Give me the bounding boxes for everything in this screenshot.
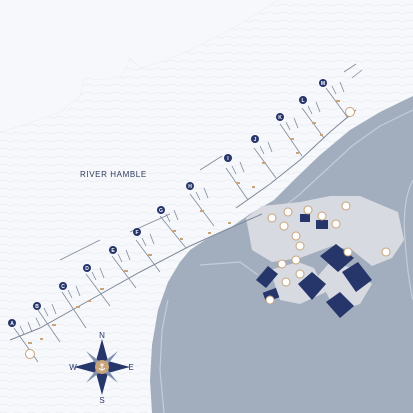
pontoon-label-a: A bbox=[10, 321, 14, 327]
pontoon-label-j: J bbox=[254, 137, 257, 143]
compass-south-label: S bbox=[99, 396, 104, 405]
berth-markers bbox=[28, 100, 340, 344]
pontoon-label-e: E bbox=[111, 248, 115, 254]
pontoon-label-f: F bbox=[135, 230, 138, 236]
compass-north-label: N bbox=[99, 331, 105, 340]
compass-east-label: E bbox=[128, 363, 133, 372]
pontoon-label-h: H bbox=[188, 184, 192, 190]
pontoon-fingers bbox=[13, 63, 363, 363]
pontoon-label-b: B bbox=[35, 304, 39, 310]
pontoon-label-g: G bbox=[159, 208, 163, 214]
pontoon-label-c: C bbox=[61, 284, 65, 290]
compass-west-label: W bbox=[69, 363, 77, 372]
pontoon-label-d: D bbox=[85, 266, 89, 272]
marina-buildings bbox=[256, 214, 372, 318]
pontoon-label-i: I bbox=[227, 156, 229, 162]
pontoon-label-m: M bbox=[321, 81, 325, 87]
pontoon-badges bbox=[8, 79, 327, 327]
pontoon-label-k: K bbox=[278, 115, 282, 121]
river-name-label: RIVER HAMBLE bbox=[80, 170, 147, 179]
pontoon-label-l: L bbox=[301, 98, 304, 104]
facility-icons bbox=[25, 107, 391, 359]
pontoon-spine bbox=[9, 109, 357, 341]
compass-rose-icon bbox=[74, 339, 130, 395]
